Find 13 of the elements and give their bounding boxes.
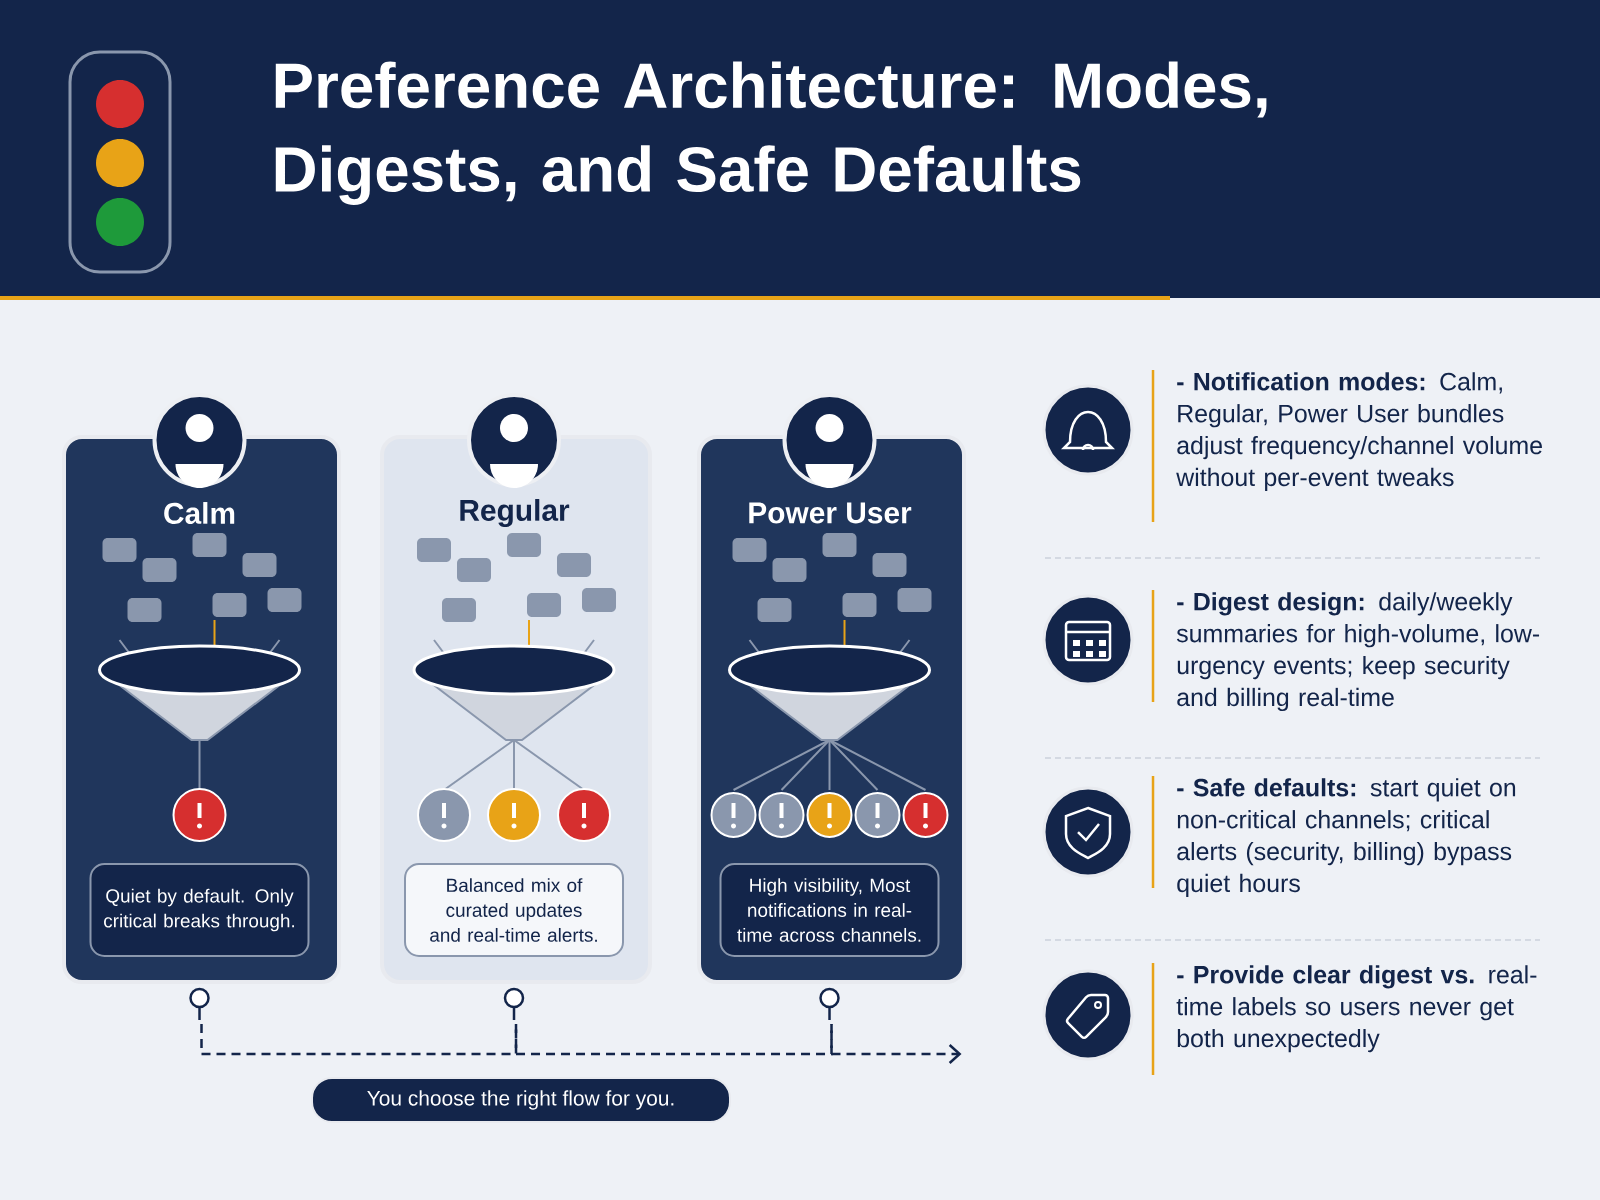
- caption-pill: You choose the right flow for you.: [311, 1077, 731, 1123]
- card-title: Calm: [164, 502, 235, 524]
- card-title: Regular: [460, 499, 570, 527]
- title: Preference Architecture: Modes, Digests, and Safe Defaults: [275, 61, 1267, 205]
- description-box: Balanced mix of curated updates and real-time alerts.: [404, 863, 624, 957]
- bullet-text: - Safe defaults: start quiet on non-critical channels; critical alerts (security, billing) bypass quiet hours: [1177, 778, 1516, 898]
- bullet-text: - Notification modes: Calm, Regular, Power User bundles adjust frequency/channel volume without per-event tweaks: [1176, 372, 1542, 492]
- description-box: High visibility, Most notifications in real-time across channels.: [719, 863, 940, 957]
- description-box: Quiet by default. Only critical breaks through.: [89, 863, 310, 957]
- dashed-arrow: [830, 1024, 962, 1064]
- bullet-text: - Provide clear digest vs. real-time labels so users never get both unexpectedly: [1176, 965, 1537, 1053]
- card-title: Power User: [749, 502, 912, 524]
- bullet-text: - Digest design: daily/weekly summaries for high-volume, low-urgency events; keep security and billing real-time: [1176, 592, 1540, 712]
